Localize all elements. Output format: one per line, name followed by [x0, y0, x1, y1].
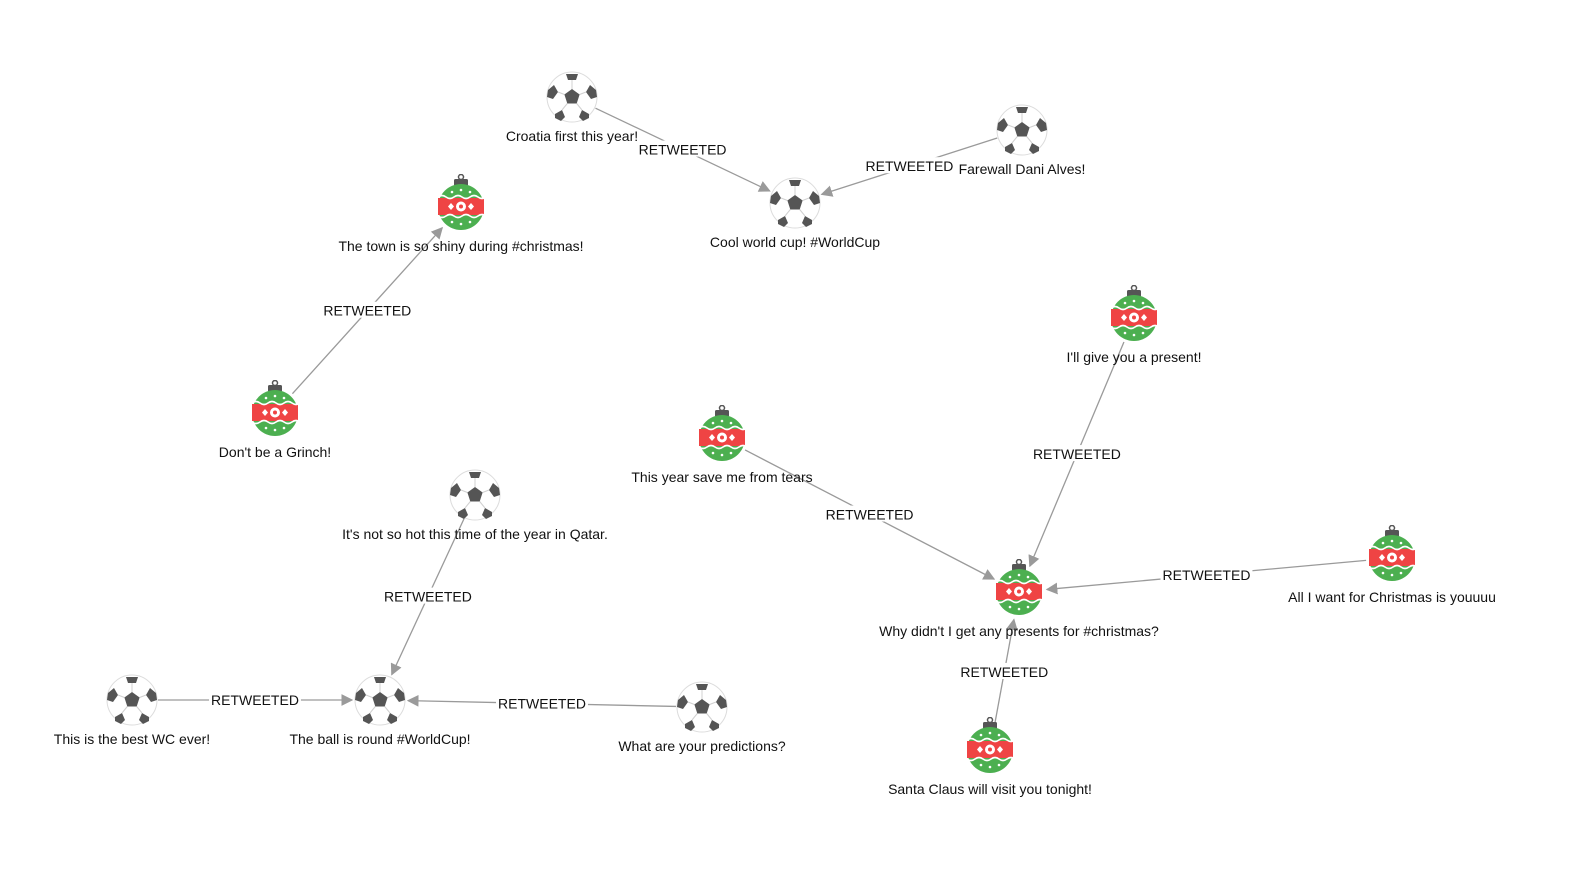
- edge-retweeted: RETWEETED: [744, 449, 996, 580]
- nodes-layer: Croatia first this year! Farewall Dani Al…: [54, 71, 1496, 798]
- soccer-ball-icon: [354, 674, 406, 726]
- node-label: This year save me from tears: [631, 469, 812, 485]
- node-label: All I want for Christmas is youuuu: [1288, 589, 1496, 605]
- edge-label-background: [381, 587, 474, 604]
- christmas-ornament-icon: [995, 559, 1045, 616]
- node-label: It's not so hot this time of the year in…: [342, 526, 608, 542]
- edge-retweeted: RETWEETED: [958, 618, 1051, 725]
- graph-node[interactable]: Why didn't I get any presents for #chris…: [879, 559, 1159, 640]
- graph-node[interactable]: Croatia first this year!: [506, 71, 638, 144]
- node-label: What are your predictions?: [618, 738, 786, 754]
- soccer-ball-icon: [106, 674, 158, 726]
- edge-label-background: [1160, 565, 1253, 582]
- edge-label: RETWEETED: [866, 158, 954, 174]
- christmas-ornament-icon: [251, 380, 301, 437]
- graph-node[interactable]: The ball is round #WorldCup!: [289, 674, 471, 747]
- edge-retweeted: RETWEETED: [595, 107, 771, 192]
- graph-node[interactable]: What are your predictions?: [618, 681, 786, 754]
- christmas-ornament-icon: [698, 405, 748, 462]
- node-label: Santa Claus will visit you tonight!: [888, 781, 1092, 797]
- edge-label: RETWEETED: [323, 303, 411, 319]
- graph-node[interactable]: All I want for Christmas is youuuu: [1288, 525, 1496, 606]
- edge-label: RETWEETED: [1163, 567, 1251, 583]
- edge-label-background: [823, 505, 916, 522]
- graph-node[interactable]: Farewall Dani Alves!: [959, 104, 1086, 177]
- edge-label-background: [636, 140, 729, 157]
- edge-retweeted: RETWEETED: [820, 137, 998, 197]
- graph-node[interactable]: Santa Claus will visit you tonight!: [888, 717, 1092, 798]
- christmas-ornament-icon: [1110, 285, 1160, 342]
- edge-label: RETWEETED: [639, 142, 727, 158]
- graph-node[interactable]: The town is so shiny during #christmas!: [338, 174, 584, 255]
- graph-node[interactable]: Cool world cup! #WorldCup: [710, 177, 880, 250]
- edge-label: RETWEETED: [384, 589, 472, 605]
- edge-label-background: [1030, 445, 1123, 462]
- soccer-ball-icon: [996, 104, 1048, 156]
- soccer-ball-icon: [769, 177, 821, 229]
- node-label: The town is so shiny during #christmas!: [338, 238, 583, 254]
- node-label: Farewall Dani Alves!: [959, 161, 1086, 177]
- node-label: The ball is round #WorldCup!: [289, 731, 470, 747]
- edge-label: RETWEETED: [960, 664, 1048, 680]
- christmas-ornament-icon: [437, 174, 487, 231]
- node-label: Why didn't I get any presents for #chris…: [879, 623, 1159, 639]
- edge-retweeted: RETWEETED: [158, 691, 354, 708]
- graph-node[interactable]: I'll give you a present!: [1067, 285, 1202, 366]
- edge-retweeted: RETWEETED: [291, 226, 444, 395]
- edge-label: RETWEETED: [826, 507, 914, 523]
- soccer-ball-icon: [449, 469, 501, 521]
- graph-node[interactable]: It's not so hot this time of the year in…: [342, 469, 608, 542]
- edge-label: RETWEETED: [498, 696, 586, 712]
- graph-node[interactable]: This is the best WC ever!: [54, 674, 210, 747]
- node-label: I'll give you a present!: [1067, 349, 1202, 365]
- edge-label-background: [321, 301, 414, 318]
- edge-label: RETWEETED: [1033, 446, 1121, 462]
- graph-node[interactable]: Don't be a Grinch!: [219, 380, 331, 461]
- node-label: Cool world cup! #WorldCup: [710, 234, 880, 250]
- edge-retweeted: RETWEETED: [381, 518, 474, 676]
- christmas-ornament-icon: [966, 717, 1016, 774]
- edge-retweeted: RETWEETED: [1028, 341, 1125, 568]
- node-label: Croatia first this year!: [506, 128, 638, 144]
- edge-retweeted: RETWEETED: [406, 694, 677, 712]
- edge-label: RETWEETED: [211, 692, 299, 708]
- graph-node[interactable]: This year save me from tears: [631, 405, 813, 486]
- node-label: This is the best WC ever!: [54, 731, 210, 747]
- edge-label-background: [958, 662, 1051, 679]
- edge-label-background: [209, 691, 301, 707]
- soccer-ball-icon: [676, 681, 728, 733]
- edges-layer: RETWEETED RETWEETED RETWEETED RETWEETED RETW…: [158, 107, 1367, 725]
- edge-label-background: [863, 157, 956, 174]
- node-label: Don't be a Grinch!: [219, 444, 331, 460]
- christmas-ornament-icon: [1368, 525, 1418, 582]
- soccer-ball-icon: [546, 71, 598, 123]
- edge-label-background: [496, 694, 588, 711]
- edge-retweeted: RETWEETED: [1045, 559, 1367, 595]
